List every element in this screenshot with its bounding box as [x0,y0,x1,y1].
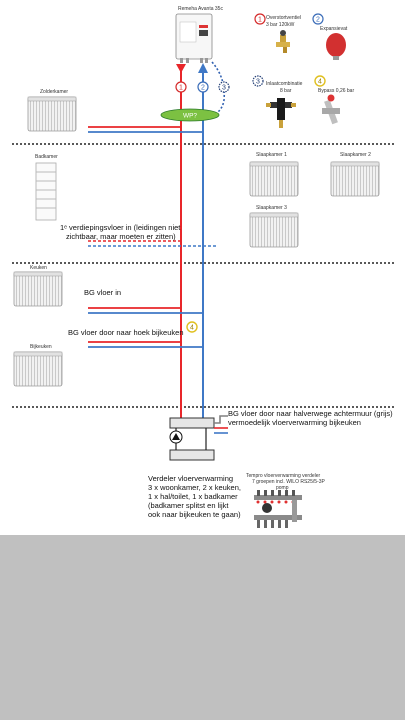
note-verdeler-2: 1 x hal/toilet, 1 x badkamer [148,492,238,501]
room-keuken: Keuken [30,265,47,271]
radiator-keuken [13,271,63,307]
note-verdieping-line2: zichtbaar, maar moeten er zitten) [66,232,176,241]
legend-1-num: 1 [258,17,262,24]
radiator-bijkeuken [13,351,63,387]
radiator-zolderkamer [27,96,77,132]
note-tempro-1: 7 groepen incl. WILO RS25/5-3P [252,479,325,485]
fill-line-dotted [205,61,226,119]
note-verdeler-1: 3 x woonkamer, 2 x keuken, [148,483,241,492]
radiator-slaapkamer3 [249,212,299,248]
note-verdieping-line1: 1ᵉ verdiepingsvloer in (leidingen niet [60,223,181,232]
pipe-marker-2-text: 2 [201,85,205,92]
pipe-marker-4: 4 [186,321,198,333]
note-tempro-2: pomp [276,485,289,491]
legend-2-num: 2 [316,17,320,24]
supply-arrow-down [176,64,186,73]
note-bg-hoek: BG vloer door naar hoek bijkeuken [68,328,184,337]
pipe-marker-1: 1 [175,81,187,93]
pipe-marker-3-text: 3 [222,85,226,92]
legend-3-text-a: Inlaatcombinatie [266,81,303,87]
pipe-marker-3: 3 [218,81,230,93]
manifold-unit [169,417,215,461]
towel-radiator-badkamer [35,162,57,221]
pipe-marker-1-text: 1 [179,85,183,92]
boiler-unit [175,13,213,63]
room-slaapkamer1: Slaapkamer 1 [256,152,287,158]
legend-1-text-b: 3 bar 120kW [266,22,295,28]
wp-ellipse [160,108,220,122]
note-halverwege-line2: vermoedelijk vloerverwarming bijkeuken [228,418,361,427]
legend-4-text: Bypass 0,26 bar [318,88,354,94]
legend-3-text-b: 8 bar [280,88,292,94]
pipe-halverwege-grey [214,415,228,424]
footer-grey-area [0,535,405,720]
note-halverwege-line1: BG vloer door naar halverwege achtermuur… [228,409,393,418]
legend-item-2: 2 Expansievat [312,13,348,60]
legend-2-text: Expansievat [320,26,348,32]
legend-item-1: 1 Overstortventiel 3 bar 120kW [254,13,301,53]
note-verdeler-0: Verdeler vloerverwarming [148,474,233,483]
boiler-label: Remeha Avanta 35c [178,6,223,12]
expansion-vessel-icon [326,33,346,60]
room-zolderkamer: Zolderkamer [40,89,68,95]
radiator-slaapkamer2 [330,161,380,197]
note-verdeler-3: (badkamer splitst en lijkt [148,501,229,510]
legend-3-num: 3 [256,79,260,86]
pipe-marker-4-text: 4 [190,325,194,332]
room-bijkeuken: Bijkeuken [30,344,52,350]
tempro-manifold-icon [254,490,302,528]
return-arrow-up [198,63,208,73]
wp-label: WP? [183,113,197,120]
diagram-canvas: Remeha Avanta 35c 1 2 3 WP? 1 Overstortv… [12,6,395,528]
radiator-slaapkamer1 [249,161,299,197]
room-slaapkamer2: Slaapkamer 2 [340,152,371,158]
bypass-valve-icon [322,94,340,125]
room-badkamer: Badkamer [35,154,58,160]
legend-1-text-a: Overstortventiel [266,15,301,21]
note-bg-vloer-in: BG vloer in [84,288,121,297]
relief-valve-icon [276,30,290,53]
pipe-marker-2: 2 [197,81,209,93]
note-tempro-0: Tempro vloerverwarming verdeler [246,473,321,479]
room-slaapkamer3: Slaapkamer 3 [256,205,287,211]
inlet-combination-icon [266,98,296,128]
legend-item-4: 4 Bypass 0,26 bar [314,75,354,125]
legend-4-num: 4 [318,79,322,86]
note-verdeler-4: ook naar bijkeuken te gaan) [148,510,241,519]
legend-item-3: 3 Inlaatcombinatie 8 bar [252,75,303,128]
